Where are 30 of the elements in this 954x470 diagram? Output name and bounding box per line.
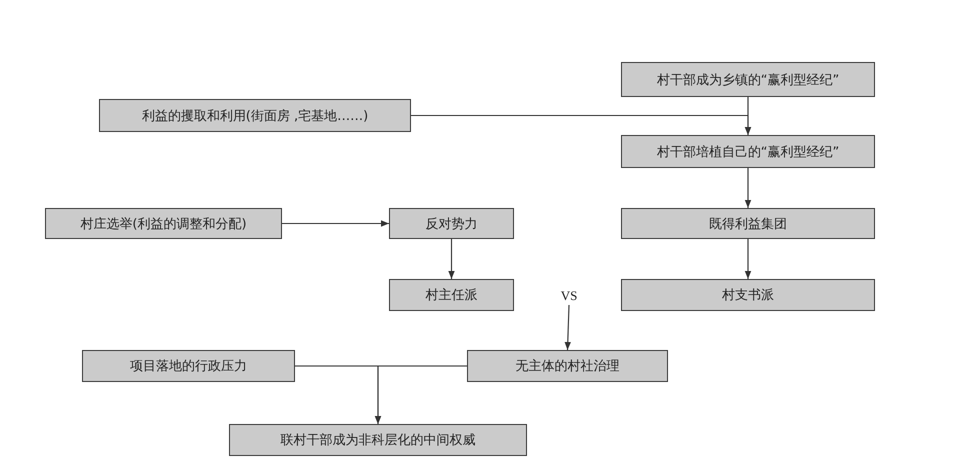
arrow [448,239,455,279]
arrow [744,239,752,279]
arrow [282,220,389,227]
box-label: 村干部成为乡镇的“赢利型经纪” [656,72,840,88]
box-label: 村庄选举(利益的调整和分配) [80,216,247,232]
process-box [621,62,875,97]
box-label: 既得利益集团 [709,216,787,232]
process-box [621,279,875,311]
process-box [467,350,668,382]
box-label: 反对势力 [426,216,478,232]
arrow [374,365,467,424]
process-box [621,135,875,168]
process-box [99,99,411,132]
process-box [229,424,527,456]
process-box [389,279,514,311]
box-label: 村干部培植自己的“赢利型经纪” [656,144,840,160]
box-label: 联村干部成为非科层化的中间权威 [280,432,476,449]
process-box [45,208,282,239]
process-box [82,350,295,382]
box-label: 无主体的村社治理 [516,358,620,375]
arrow [411,114,752,135]
box-label: 村支书派 [722,287,774,304]
arrow [744,168,752,208]
process-box [621,208,875,239]
box-label: 项目落地的行政压力 [130,358,247,375]
box-label: 利益的攫取和利用(街面房 ,宅基地……) [142,108,368,124]
process-box [389,208,514,239]
vs-label: VS [560,288,578,304]
arrow [564,304,571,350]
box-label: 村主任派 [426,287,478,304]
